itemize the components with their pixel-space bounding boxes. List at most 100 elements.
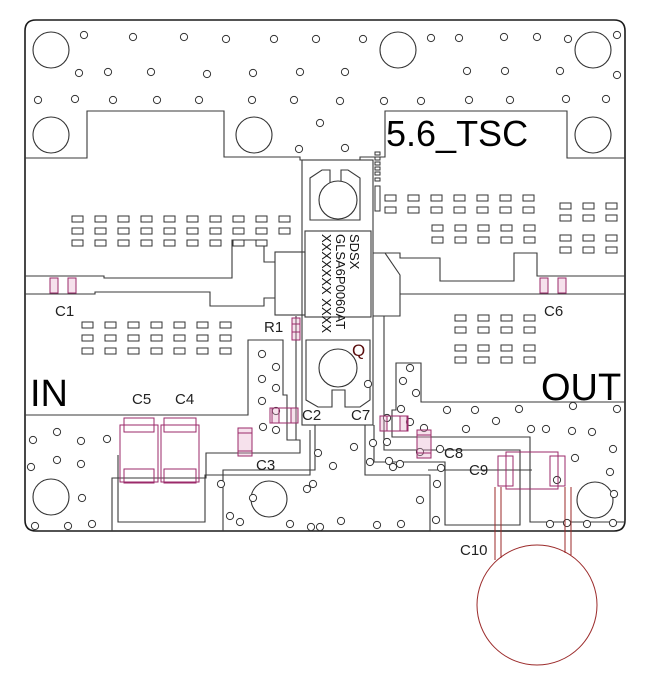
output-line — [373, 252, 625, 282]
via — [328, 461, 338, 471]
via — [395, 459, 405, 469]
thermal-pad — [127, 334, 140, 342]
thermal-pad — [81, 321, 94, 329]
component-c5[interactable]: C5 — [119, 391, 159, 484]
via — [335, 96, 345, 106]
thermal-pad — [454, 236, 467, 244]
component-c10[interactable]: C10 — [460, 487, 598, 666]
transistor-designator: Q — [352, 341, 365, 360]
bias-trace-input — [117, 430, 311, 523]
thermal-pad — [140, 215, 153, 223]
board-title: 5.6_TSC — [386, 113, 528, 154]
via — [248, 493, 258, 503]
thermal-pad — [150, 334, 163, 342]
component-r1[interactable]: R1 — [264, 317, 301, 341]
thermal-pad — [173, 334, 186, 342]
component-c6[interactable]: C6 — [539, 277, 567, 320]
thermal-pad — [71, 227, 84, 235]
via — [396, 404, 406, 414]
output-drain-pad — [373, 252, 401, 317]
thermal-pad — [407, 194, 420, 202]
via — [608, 518, 618, 528]
via — [461, 424, 471, 434]
via — [470, 405, 480, 415]
via — [363, 379, 373, 389]
via — [315, 118, 325, 128]
bias-pad-strip — [374, 151, 381, 212]
c5-label: C5 — [132, 391, 151, 408]
via — [315, 522, 325, 532]
thermal-pad — [523, 356, 536, 364]
via — [76, 459, 86, 469]
r1-label: R1 — [264, 319, 283, 336]
via — [605, 467, 615, 477]
input-line — [25, 239, 275, 279]
via — [561, 94, 571, 104]
via — [152, 95, 162, 105]
thermal-pad — [81, 347, 94, 355]
thermal-pad — [196, 347, 209, 355]
thermal-pad — [477, 236, 490, 244]
thermal-pad — [500, 326, 513, 334]
via — [74, 68, 84, 78]
via — [26, 462, 36, 472]
thermal-pad — [499, 194, 512, 202]
component-c1[interactable]: C1 — [49, 277, 77, 320]
lower-mid-ground-plane — [222, 424, 431, 531]
component-c4[interactable]: C4 — [160, 391, 200, 484]
via — [426, 33, 436, 43]
via — [555, 66, 565, 76]
via — [285, 519, 295, 529]
thermal-pad — [500, 356, 513, 364]
c4-label: C4 — [175, 391, 194, 408]
c1-label: C1 — [55, 303, 74, 320]
thermal-pad — [605, 234, 618, 242]
via — [340, 67, 350, 77]
bias-trace-input-2 — [288, 316, 297, 441]
thermal-pad — [219, 321, 232, 329]
via — [76, 436, 86, 446]
via — [63, 521, 73, 531]
thermal-pad — [163, 215, 176, 223]
c7-label: C7 — [351, 407, 370, 424]
component-c8[interactable]: C8 — [416, 429, 463, 462]
thermal-pad — [523, 326, 536, 334]
thermal-pad — [453, 194, 466, 202]
via — [365, 457, 375, 467]
thermal-pad — [559, 246, 572, 254]
via — [257, 374, 267, 384]
thermal-pad — [232, 227, 245, 235]
thermal-pad — [477, 224, 490, 232]
via — [308, 479, 318, 489]
thermal-pad — [186, 227, 199, 235]
via — [562, 518, 572, 528]
thermal-pad — [384, 206, 397, 214]
port-out-label: OUT — [541, 367, 621, 409]
via — [179, 32, 189, 42]
via — [349, 442, 359, 452]
thermal-pad — [454, 356, 467, 364]
component-c2[interactable]: C2 — [269, 407, 321, 424]
via — [541, 424, 551, 434]
component-c3[interactable]: C3 — [237, 427, 275, 474]
via — [202, 69, 212, 79]
via — [563, 34, 573, 44]
thermal-pad — [117, 239, 130, 247]
via — [431, 515, 441, 525]
thermal-pad — [104, 347, 117, 355]
thermal-pad — [523, 224, 536, 232]
via — [336, 516, 346, 526]
via — [271, 383, 281, 393]
via — [306, 522, 316, 532]
via — [379, 96, 389, 106]
via — [257, 396, 267, 406]
via — [568, 401, 578, 411]
thermal-pad — [150, 321, 163, 329]
via — [388, 462, 398, 472]
via — [194, 95, 204, 105]
thermal-pad — [232, 239, 245, 247]
component-c7[interactable]: C7 — [351, 407, 409, 432]
thermal-pad — [117, 227, 130, 235]
via — [415, 495, 425, 505]
component-c9[interactable]: C9 — [469, 451, 566, 490]
